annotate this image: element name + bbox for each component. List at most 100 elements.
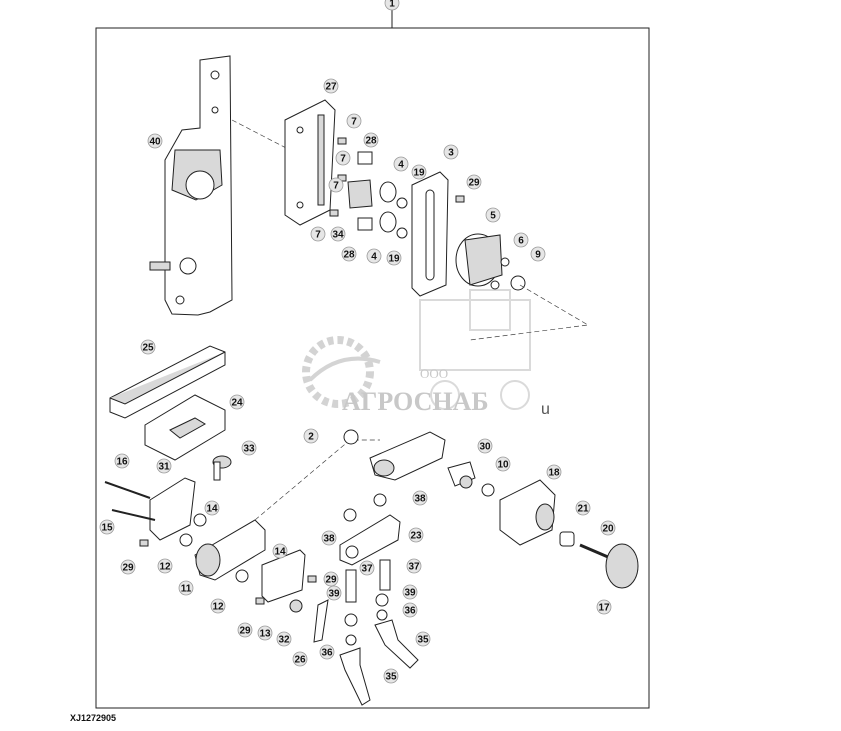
callout-label: 18	[548, 468, 560, 479]
callout-32: 32	[276, 631, 292, 647]
screw	[255, 597, 265, 605]
callout-24: 24	[229, 394, 245, 410]
washer	[235, 569, 249, 583]
callout-4: 4	[366, 248, 382, 264]
callout-34: 34	[330, 226, 346, 242]
diagram-frame	[95, 27, 650, 709]
callout-label: 2	[308, 432, 314, 443]
callout-12: 12	[210, 598, 226, 614]
washer-36	[376, 609, 388, 621]
knob-17	[605, 543, 639, 589]
callout-label: 15	[101, 523, 113, 534]
callout-label: 4	[398, 160, 404, 171]
callout-2: 2	[303, 428, 319, 444]
part-25-bar	[109, 345, 226, 419]
bushing-21	[559, 531, 575, 547]
callout-31: 31	[156, 458, 172, 474]
callout-label: 6	[518, 236, 524, 247]
washer-39	[375, 593, 389, 607]
part-31-bracket	[104, 477, 196, 541]
callout-6: 6	[513, 232, 529, 248]
callout-5: 5	[485, 207, 501, 223]
callout-15: 15	[99, 519, 115, 535]
callout-label: 39	[404, 588, 416, 599]
callout-38: 38	[412, 490, 428, 506]
callout-label: 11	[181, 584, 192, 595]
callout-label: 33	[243, 444, 255, 455]
callout-label: 12	[212, 602, 224, 613]
callout-10: 10	[495, 456, 511, 472]
callout-9: 9	[530, 246, 546, 262]
cap	[289, 599, 303, 613]
callout-37: 37	[359, 560, 375, 576]
callout-label: 35	[417, 635, 429, 646]
callout-23: 23	[408, 527, 424, 543]
callout-7: 7	[310, 226, 326, 242]
callout-18: 18	[546, 464, 562, 480]
callout-label: 20	[602, 524, 614, 535]
washer-39	[344, 613, 358, 627]
callout-label: 36	[404, 606, 416, 617]
callout-29: 29	[466, 174, 482, 190]
lever-26	[313, 599, 329, 643]
screw	[307, 575, 317, 583]
part-30-pin	[447, 461, 476, 489]
callout-29: 29	[120, 559, 136, 575]
callout-29: 29	[237, 622, 253, 638]
callout-label: 39	[328, 589, 340, 600]
callout-label: 29	[122, 563, 134, 574]
callout-label: 29	[468, 178, 480, 189]
callout-28: 28	[341, 246, 357, 262]
callout-39: 39	[402, 584, 418, 600]
callout-label: 23	[410, 531, 422, 542]
callout-14: 14	[204, 500, 220, 516]
callout-19: 19	[386, 250, 402, 266]
callout-label: 7	[333, 181, 339, 192]
callout-label: 28	[343, 250, 355, 261]
callout-label: 32	[278, 635, 290, 646]
lever-35-lower	[339, 647, 371, 706]
callout-label: 5	[490, 211, 496, 222]
callout-label: 7	[351, 117, 357, 128]
watermark-suffix: u	[541, 401, 550, 418]
callout-label: 4	[371, 252, 377, 263]
callout-label: 1	[389, 0, 395, 10]
washer	[343, 508, 357, 522]
callout-label: 19	[413, 168, 425, 179]
callout-label: 27	[325, 82, 337, 93]
part-11-hinge-arm	[194, 519, 266, 581]
callout-label: 25	[142, 343, 154, 354]
lever-35-upper	[374, 619, 419, 669]
callout-37: 37	[406, 558, 422, 574]
washer-2	[343, 429, 359, 445]
callout-39: 39	[326, 585, 342, 601]
part-23-arm	[339, 514, 401, 566]
callout-label: 38	[414, 494, 426, 505]
callout-11: 11	[178, 580, 194, 596]
callout-38: 38	[321, 530, 337, 546]
callout-label: 7	[340, 154, 346, 165]
callout-label: 37	[361, 564, 373, 575]
callout-21: 21	[575, 500, 591, 516]
dash-line	[254, 439, 380, 521]
callout-label: 7	[315, 230, 321, 241]
part-5-hub	[455, 233, 526, 291]
callout-13: 13	[257, 625, 273, 641]
washer	[193, 513, 207, 527]
washer-10	[481, 483, 495, 497]
callout-17: 17	[596, 599, 612, 615]
callout-25: 25	[140, 339, 156, 355]
callout-27: 27	[323, 78, 339, 94]
callout-1: 1	[384, 0, 400, 11]
part-13-plate	[261, 549, 306, 603]
callout-19: 19	[411, 164, 427, 180]
stud-37	[345, 569, 357, 603]
callout-label: 21	[577, 504, 589, 515]
fasteners-group-top	[329, 137, 465, 239]
callout-33: 33	[241, 440, 257, 456]
callout-3: 3	[443, 144, 459, 160]
callout-label: 14	[274, 547, 286, 558]
callout-29: 29	[323, 571, 339, 587]
dash-line	[231, 119, 291, 151]
